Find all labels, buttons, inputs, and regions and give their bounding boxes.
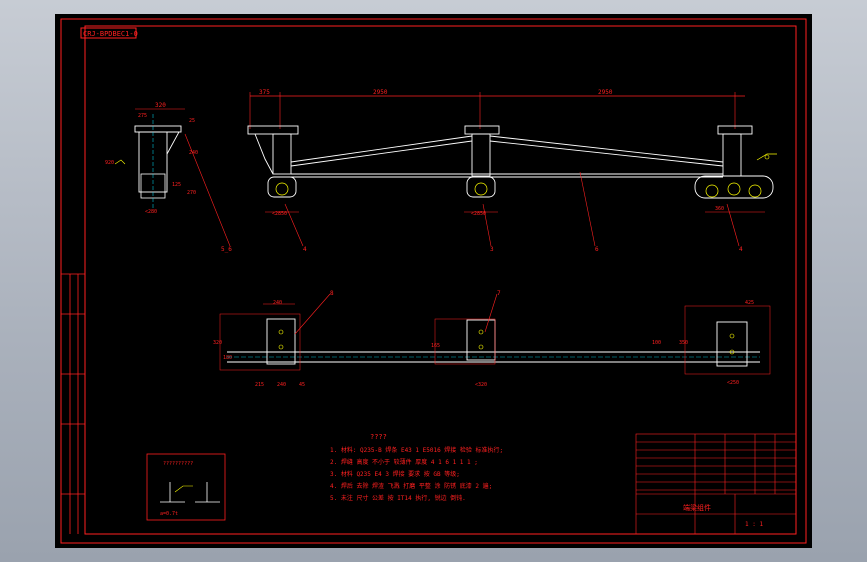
- front-dim-left: 375: [259, 89, 270, 96]
- notes-title: ????: [370, 433, 387, 441]
- technical-notes: ???? 1. 材料: Q235-B 焊条 E43 1 E5016 焊接 检验 …: [330, 433, 503, 502]
- plan-dim-s1: 215: [255, 382, 264, 388]
- note-line-3: 3. 材料 Q235 E4 3 焊接 要求 按 GB 等级;: [330, 470, 460, 478]
- side-dim-e: 125: [172, 182, 181, 188]
- plan-dim-right-b: <250: [727, 380, 739, 386]
- plan-dim-mid-h: 165: [431, 343, 440, 349]
- note-line-5: 5. 未注 尺寸 公差 按 IT14 执行, 锐边 倒钝.: [330, 494, 466, 502]
- side-view: 320 275 25 240 920 270 125 <280 5_6: [105, 102, 232, 253]
- bogie-dim-2: <2850: [471, 211, 486, 217]
- plan-dim-s3: 45: [299, 382, 305, 388]
- side-dim-d: 270: [187, 190, 196, 196]
- plan-callout-2: 7: [497, 290, 501, 297]
- code-box: [80, 27, 137, 39]
- side-dim-h: 920: [105, 160, 114, 166]
- plan-dim-h1: 320: [213, 340, 222, 346]
- weld-detail-label: a=0.7t: [160, 511, 178, 517]
- front-callout-2: 3: [490, 246, 494, 253]
- bogie-dim-1: <2850: [272, 211, 287, 217]
- front-dim-right: 2950: [598, 89, 613, 96]
- sheet-border-inner: [84, 25, 797, 535]
- plan-dim-s2: 240: [277, 382, 286, 388]
- front-view: 375 2950 2950: [247, 89, 777, 253]
- sheet-border-outer: [60, 18, 807, 544]
- note-line-4: 4. 焊后 去除 焊渣 飞溅 打磨 平整 涂 防锈 底漆 2 遍;: [330, 482, 492, 490]
- plan-dim-mid-b: <320: [475, 382, 487, 388]
- note-line-2: 2. 焊缝 高度 不小于 较薄件 厚度 4 1 6 1 1 1 ;: [330, 458, 478, 466]
- title-block-scale: 1 : 1: [745, 521, 763, 528]
- plan-dim-left-h: 180: [223, 355, 232, 361]
- bogie-dim-3: 360: [715, 206, 724, 212]
- front-callout-1: 4: [303, 246, 307, 253]
- note-line-1: 1. 材料: Q235-B 焊条 E43 1 E5016 焊接 检验 标准执行;: [330, 446, 503, 454]
- side-dim-c: 240: [189, 150, 198, 156]
- drawing-sheet: CRJ-BPDBEC1-0 375 2950 2950: [55, 14, 812, 548]
- side-dim-b: 25: [189, 118, 195, 124]
- title-block-name: 端梁组件: [683, 503, 711, 512]
- plan-dim-right-h: 350: [679, 340, 688, 346]
- drawing-code: CRJ-BPDBEC1-0: [83, 30, 138, 38]
- plan-view: 240 320 180 215 240 45 165 <320 425 350 …: [213, 290, 771, 388]
- plan-callout-1: 8: [330, 290, 334, 297]
- weld-detail: ?????????? a=0.7t: [146, 453, 226, 521]
- cad-drawing: CRJ-BPDBEC1-0 375 2950 2950: [60, 18, 807, 544]
- side-dim-a: 275: [138, 113, 147, 119]
- front-callout-3: 6: [595, 246, 599, 253]
- binding-strip: [61, 273, 85, 534]
- side-dim-bottom: <280: [145, 209, 157, 215]
- plan-dim-x1: 100: [652, 340, 661, 346]
- title-block: [635, 433, 797, 535]
- weld-detail-title: ??????????: [163, 461, 193, 467]
- plan-dim-right-w: 425: [745, 300, 754, 306]
- side-dim-top: 320: [155, 102, 166, 109]
- front-dim-mid: 2950: [373, 89, 388, 96]
- plan-dim-w1: 240: [273, 300, 282, 306]
- front-callout-4: 4: [739, 246, 743, 253]
- side-callout: 5_6: [221, 246, 232, 253]
